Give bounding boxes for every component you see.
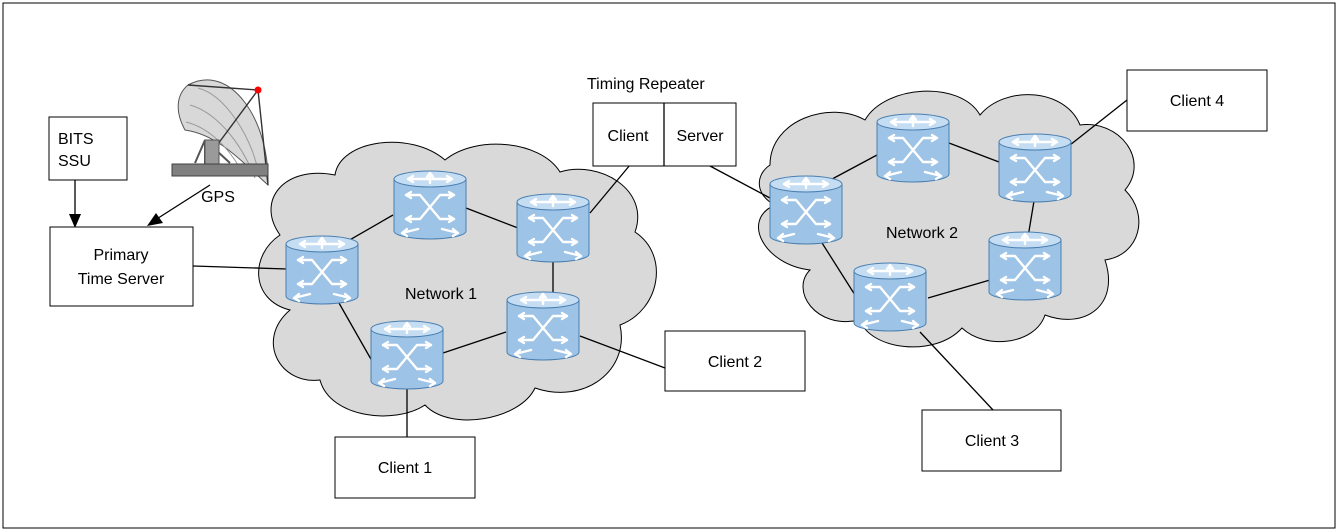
router-n2-top-icon	[875, 112, 951, 184]
client2-box	[664, 330, 806, 392]
router-n2-bottom-right-icon	[987, 230, 1063, 302]
network-links	[69, 99, 1128, 437]
router-n1-left-icon	[284, 234, 360, 306]
router-n2-right-icon	[997, 132, 1073, 204]
client3-box	[921, 409, 1062, 472]
router-n1-top-icon	[392, 169, 468, 241]
network1-label: Network 1	[405, 286, 477, 303]
timing-repeater-label: Timing Repeater	[587, 76, 705, 93]
client4-box	[1126, 69, 1268, 132]
bits-ssu-box	[48, 116, 128, 181]
router-n2-left-icon	[768, 174, 844, 246]
primary-server-label-line1: Primary	[93, 247, 148, 264]
satellite-dish-icon	[171, 79, 269, 187]
client2-label: Client 2	[708, 354, 762, 371]
client1-box	[334, 436, 476, 499]
router-n1-bottom-right-icon	[505, 290, 581, 362]
client3-label: Client 3	[965, 433, 1019, 450]
router-n1-right-icon	[515, 192, 591, 264]
primary-time-server-box	[49, 226, 194, 307]
gps-label: GPS	[201, 189, 235, 206]
network2-label: Network 2	[886, 225, 958, 242]
repeater-server-label: Server	[676, 128, 724, 145]
client1-label: Client 1	[378, 460, 432, 477]
bits-ssu-label-line1: BITS	[58, 131, 94, 148]
client4-label: Client 4	[1170, 93, 1224, 110]
bits-ssu-label-line2: SSU	[58, 153, 91, 170]
primary-server-label-line2: Time Server	[78, 271, 165, 288]
router-n2-bottom-icon	[852, 261, 928, 333]
repeater-client-label: Client	[608, 128, 649, 145]
router-n1-bottom-icon	[369, 319, 445, 391]
